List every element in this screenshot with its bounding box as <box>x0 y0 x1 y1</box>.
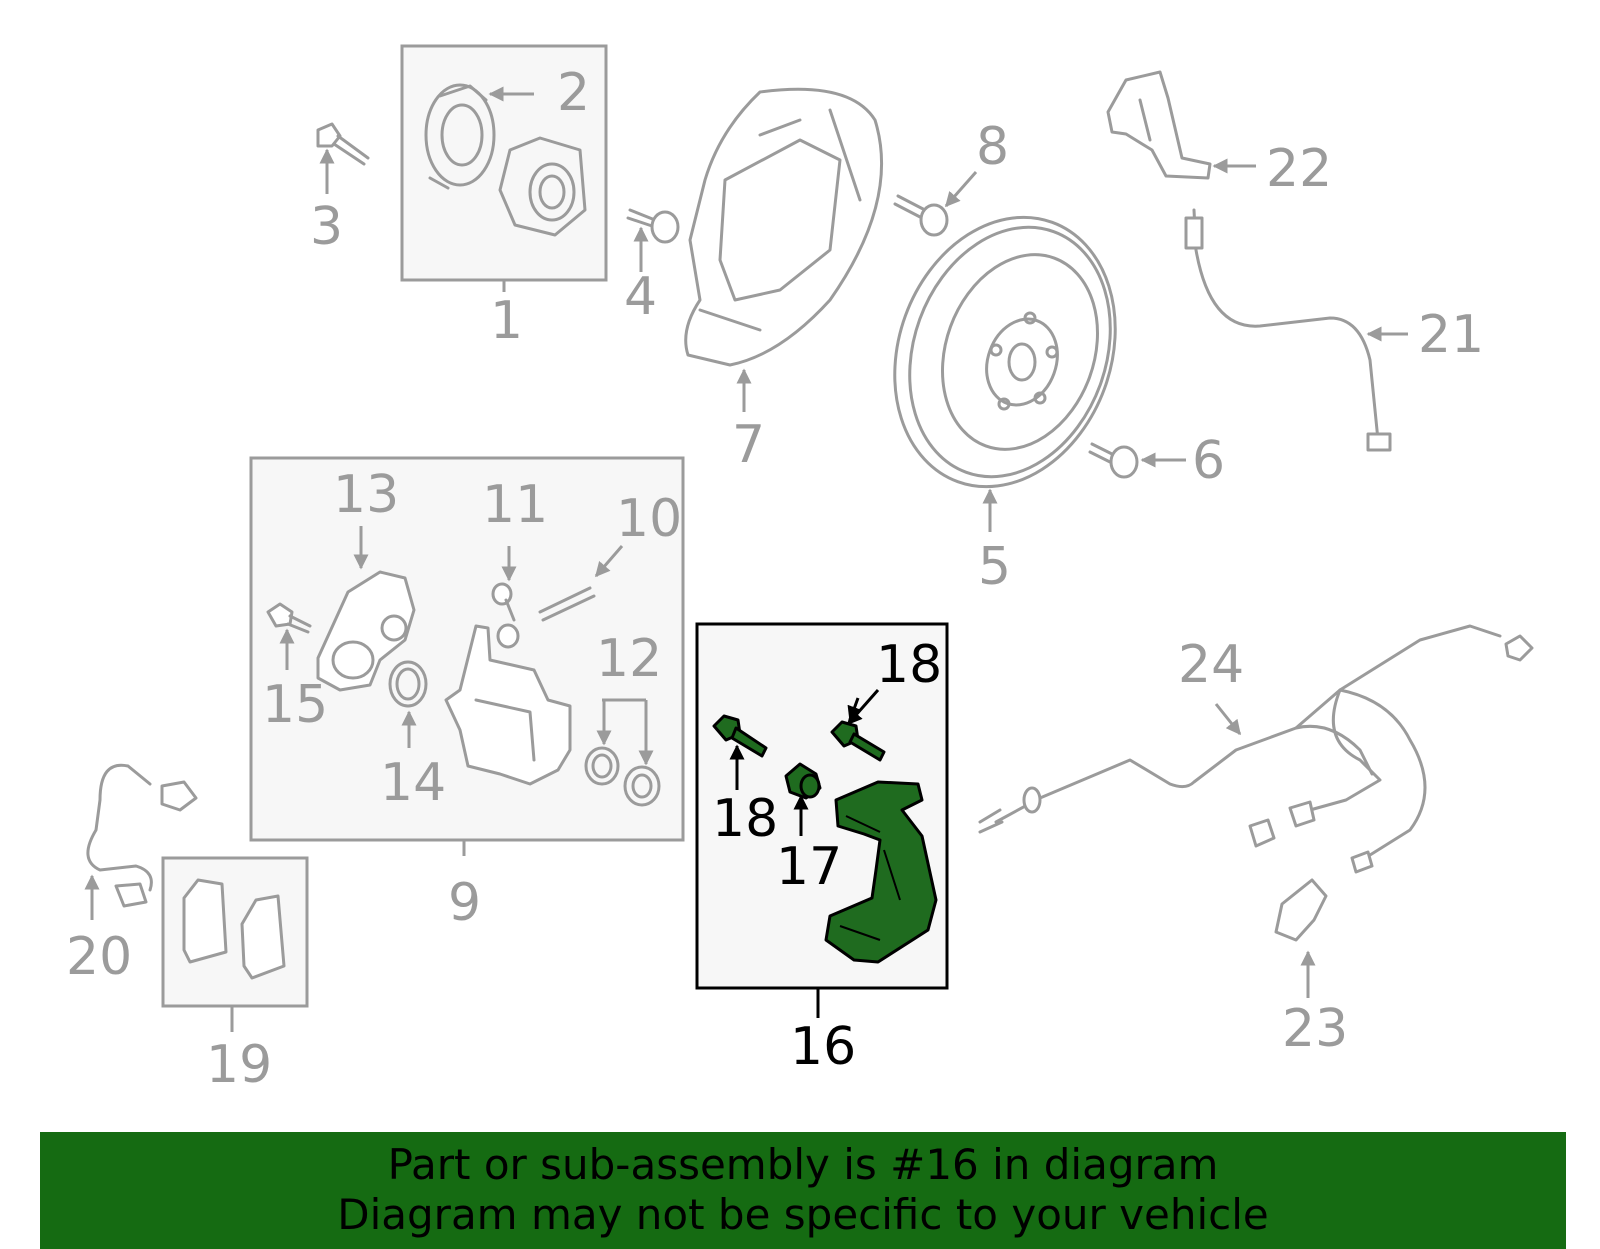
callout-18-right: 18 <box>876 635 942 695</box>
hub-bearing-group <box>400 44 608 292</box>
caliper-group <box>249 456 685 856</box>
bearing-flange-part-2 <box>424 83 496 190</box>
callout-2: 2 <box>557 63 590 123</box>
connector-part-23 <box>1274 878 1328 998</box>
callout-12: 12 <box>596 629 662 689</box>
callout-14: 14 <box>380 753 446 813</box>
callout-18-left: 18 <box>712 789 778 849</box>
callout-7: 7 <box>732 415 765 475</box>
callout-13: 13 <box>333 465 399 525</box>
wheel-hub-part <box>498 136 587 237</box>
callout-19: 19 <box>206 1035 272 1095</box>
callout-11: 11 <box>482 475 548 535</box>
caliper-support-bracket-part-16 <box>824 780 938 964</box>
caliper-housing-part-13 <box>316 570 416 692</box>
wear-sensor-part-20 <box>84 763 198 920</box>
callout-1: 1 <box>490 291 523 351</box>
brake-pad-inner <box>182 878 228 964</box>
piston-seals-part-12 <box>584 746 661 807</box>
callout-24: 24 <box>1178 635 1244 695</box>
callout-8: 8 <box>976 117 1009 177</box>
callout-10: 10 <box>616 489 682 549</box>
bleeder-part-10 <box>538 586 596 622</box>
callout-22: 22 <box>1266 139 1332 199</box>
info-banner: Part or sub-assembly is #16 in diagram D… <box>40 1132 1566 1249</box>
callout-17: 17 <box>776 837 842 897</box>
callout-20: 20 <box>66 927 132 987</box>
banner-line-1: Part or sub-assembly is #16 in diagram <box>387 1140 1219 1189</box>
brake-rotor-part-5 <box>893 215 1117 532</box>
guide-pin-part-11 <box>491 582 520 649</box>
seal-part-14 <box>388 660 428 708</box>
shield-bolt-part-4 <box>626 208 680 272</box>
caliper-bracket-part <box>444 624 572 786</box>
callout-15: 15 <box>262 675 328 735</box>
support-bolt-part-18a <box>712 714 768 758</box>
brake-pad-outer <box>240 894 286 980</box>
splash-shield-part-7 <box>684 87 884 412</box>
wiring-harness-part-24 <box>978 624 1534 874</box>
rotor-screw-part-6 <box>1088 442 1186 479</box>
callout-16: 16 <box>790 1017 856 1077</box>
callout-21: 21 <box>1418 305 1484 365</box>
callout-5: 5 <box>978 537 1011 597</box>
banner-line-2: Diagram may not be specific to your vehi… <box>337 1190 1269 1239</box>
callout-23: 23 <box>1282 999 1348 1059</box>
callout-9: 9 <box>448 873 481 933</box>
brake-hose-part-21 <box>1184 208 1408 452</box>
callout-4: 4 <box>624 267 657 327</box>
bushing-part-17 <box>784 762 822 800</box>
caliper-bolt-part-15 <box>266 602 312 634</box>
callout-box-1 <box>400 44 608 282</box>
support-bolt-part-18b <box>830 720 886 762</box>
caliper-support-group-16 <box>695 622 949 1018</box>
shield-bolt-part-8 <box>893 171 978 237</box>
sensor-bracket-part-22 <box>1106 70 1256 180</box>
hub-bolt-part-3 <box>316 122 370 194</box>
brake-pads-group <box>161 856 309 1032</box>
callout-6: 6 <box>1192 431 1225 491</box>
callout-3: 3 <box>310 197 343 257</box>
